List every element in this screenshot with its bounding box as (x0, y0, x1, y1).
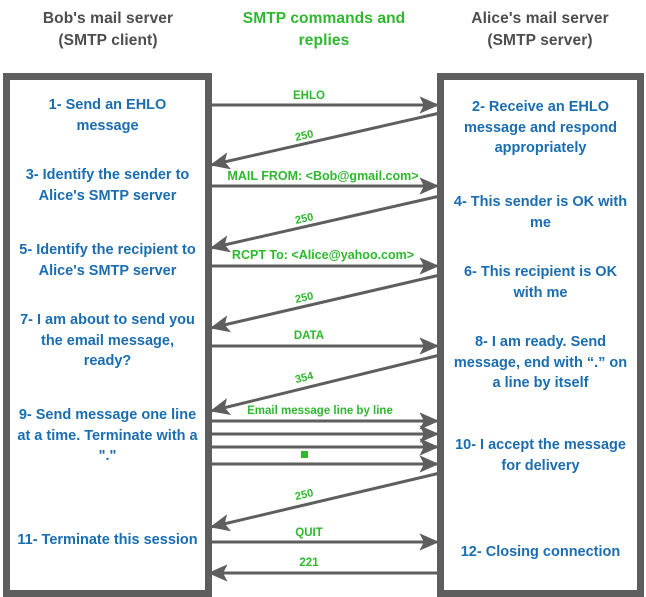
server-step-10: 10- I accept the message for delivery (455, 437, 626, 474)
arrow-label-quit: QUIT (295, 527, 322, 539)
server-step-2: 2- Receive an EHLO message and respond a… (463, 99, 618, 157)
server-step-12: 12- Closing connection (460, 544, 621, 560)
client-step-5: 5- Identify the recipient to Alice's SMT… (19, 242, 196, 279)
arrow-label-250-c: 250 (294, 290, 315, 306)
arrow-label-email-lines: Email message line by line (247, 405, 393, 417)
header-client-line1: Bob's mail server (42, 10, 174, 27)
arrow-250-b (209, 194, 441, 253)
arrow-250-c (209, 273, 441, 333)
arrow-label-221: 221 (299, 557, 319, 569)
arrow-label-mail-from: MAIL FROM: <Bob@gmail.com> (227, 169, 418, 183)
server-panel-inner: 2- Receive an EHLO message and respond a… (444, 80, 637, 590)
header-server-line2: (SMTP server) (487, 32, 593, 50)
header-middle: SMTP commands and replies (218, 8, 430, 53)
client-step-9: 9- Send message one line at a time. Term… (17, 407, 198, 465)
arrow-label-250-a: 250 (294, 128, 315, 144)
arrow-label-354: 354 (294, 370, 316, 386)
arrow-label-data: DATA (294, 330, 324, 342)
message-terminator-dot-icon (301, 451, 308, 458)
header-middle-line2: replies (298, 32, 350, 50)
server-step-6: 6- This recipient is OK with me (463, 264, 618, 301)
arrow-250-d (209, 471, 441, 532)
server-step-8: 8- I am ready. Send message, end with “.… (453, 334, 628, 392)
client-panel: 1- Send an EHLO message 3- Identify the … (3, 73, 212, 597)
arrow-label-250-b: 250 (294, 211, 315, 227)
header-server: Alice's mail server (SMTP server) (440, 8, 640, 53)
client-panel-inner: 1- Send an EHLO message 3- Identify the … (10, 80, 205, 590)
header-client-line2: (SMTP client) (58, 32, 158, 50)
server-step-4: 4- This sender is OK with me (453, 194, 628, 231)
arrow-label-250-d: 250 (294, 487, 315, 503)
header-middle-line1: SMTP commands and (242, 10, 406, 27)
client-step-7: 7- I am about to send you the email mess… (20, 312, 195, 370)
client-step-3: 3- Identify the sender to Alice's SMTP s… (25, 167, 190, 204)
server-panel: 2- Receive an EHLO message and respond a… (437, 73, 644, 597)
arrow-label-ehlo: EHLO (293, 90, 325, 102)
arrow-label-rcpt-to: RCPT To: <Alice@yahoo.com> (232, 248, 414, 262)
header-server-line1: Alice's mail server (471, 10, 609, 27)
arrow-250-a (209, 111, 441, 170)
arrow-354 (209, 353, 441, 416)
client-step-1: 1- Send an EHLO message (48, 97, 167, 134)
header-client: Bob's mail server (SMTP client) (8, 8, 208, 53)
client-step-11: 11- Terminate this session (17, 532, 198, 548)
